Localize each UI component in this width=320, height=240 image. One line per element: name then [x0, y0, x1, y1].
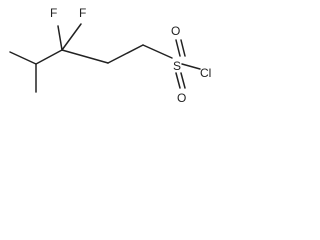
bond-s-to-o-top-a	[175, 39, 181, 57]
atom-label-o-top: O	[171, 24, 180, 38]
bond-ch-to-cf2	[35, 49, 63, 65]
atom-label-f-right: F	[79, 6, 86, 20]
bond-ch3-left-to-ch	[9, 51, 37, 65]
bond-s-to-o-top-b	[180, 39, 186, 57]
atom-label-o-bottom: O	[177, 91, 186, 105]
bond-s-to-cl	[181, 63, 201, 70]
bond-cf2-to-ch2	[61, 49, 109, 64]
bond-ch2-to-s	[142, 44, 173, 59]
bond-ch2-to-ch2	[107, 44, 144, 64]
bond-s-to-o-bottom-a	[175, 72, 181, 89]
chemical-structure-diagram: F F S Cl O O	[9, 6, 211, 105]
bond-cf2-to-f-left	[57, 25, 63, 51]
atom-label-s: S	[173, 59, 181, 73]
bond-s-to-o-bottom-b	[180, 72, 186, 89]
atom-label-f-left: F	[50, 6, 57, 20]
atom-label-cl: Cl	[200, 66, 211, 80]
bond-cf2-to-f-right	[61, 23, 82, 51]
